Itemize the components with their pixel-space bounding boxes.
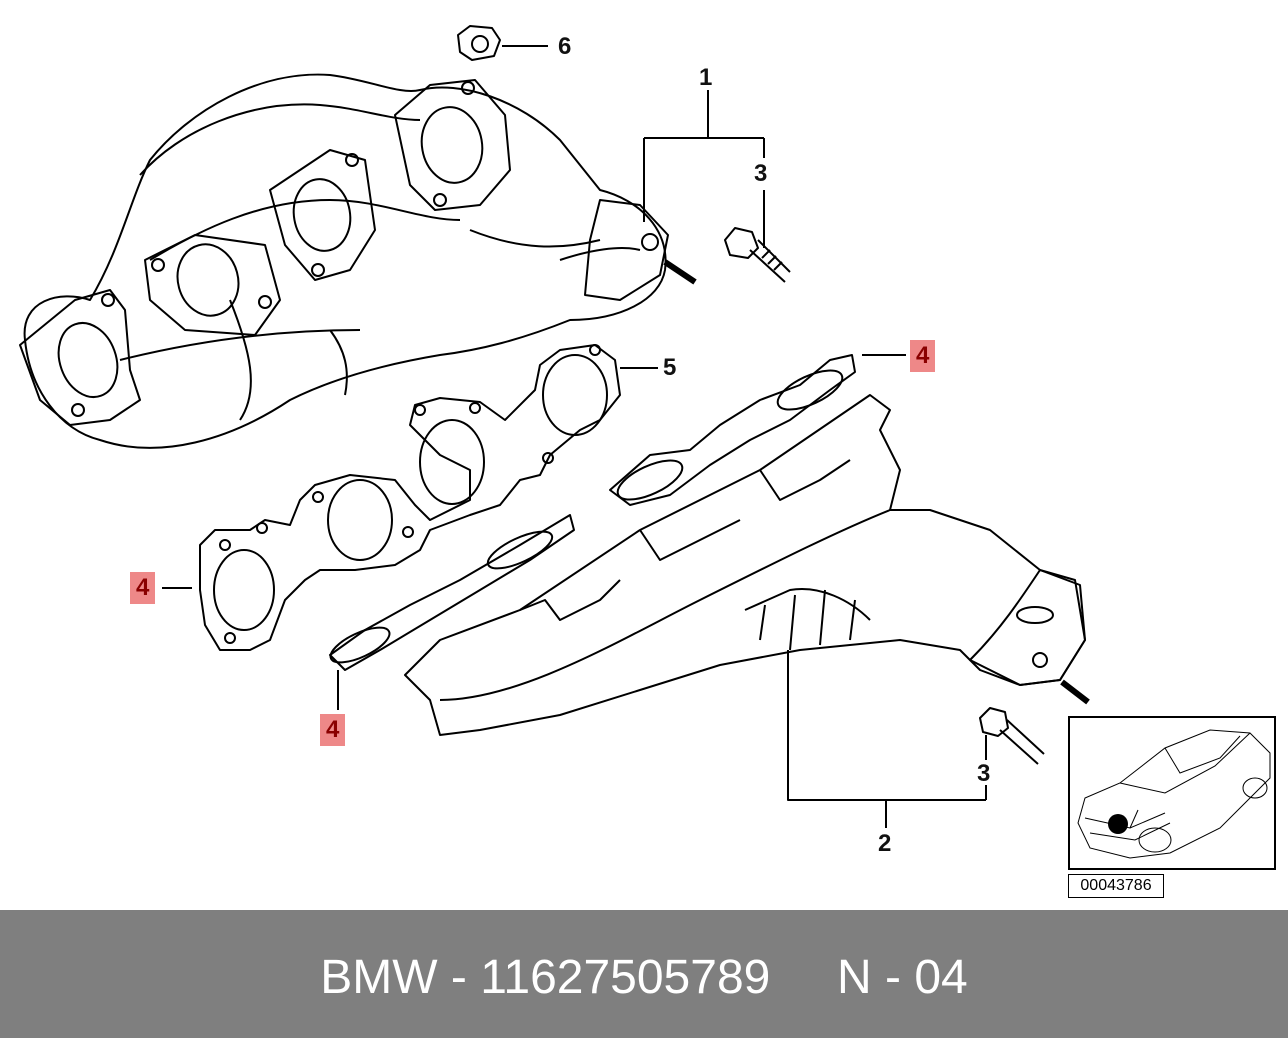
callout-2: 2 <box>878 830 892 857</box>
vehicle-location-inset <box>1068 716 1276 870</box>
callout-6: 6 <box>558 33 572 60</box>
lower-exhaust-manifold <box>404 394 1090 736</box>
gasket-large <box>199 344 621 651</box>
bolt-upper <box>724 227 791 283</box>
callout-4-bottom: 4 <box>320 714 346 746</box>
gasket-small-pair <box>329 354 856 671</box>
upper-manifold-flanges <box>19 79 697 426</box>
exploded-parts-diagram <box>19 25 1090 828</box>
location-marker-icon <box>1108 814 1128 834</box>
car-outline-icon <box>1077 729 1271 859</box>
callout-3-upper: 3 <box>754 160 768 187</box>
upper-exhaust-manifold <box>23 73 667 449</box>
callout-5: 5 <box>663 354 677 381</box>
callout-4-left: 4 <box>130 572 156 604</box>
callout-3-lower: 3 <box>977 760 991 787</box>
callout-4-upper-right: 4 <box>910 340 936 372</box>
footer-part-number: BMW - 11627505789 N - 04 <box>320 951 968 1004</box>
callout-1: 1 <box>699 64 713 91</box>
footer-bar: BMW - 11627505789 N - 04 <box>0 910 1288 1038</box>
diagram-number: 00043786 <box>1068 874 1164 898</box>
nut <box>457 25 501 61</box>
bolt-lower <box>979 707 1045 765</box>
leader-lines <box>162 45 987 828</box>
